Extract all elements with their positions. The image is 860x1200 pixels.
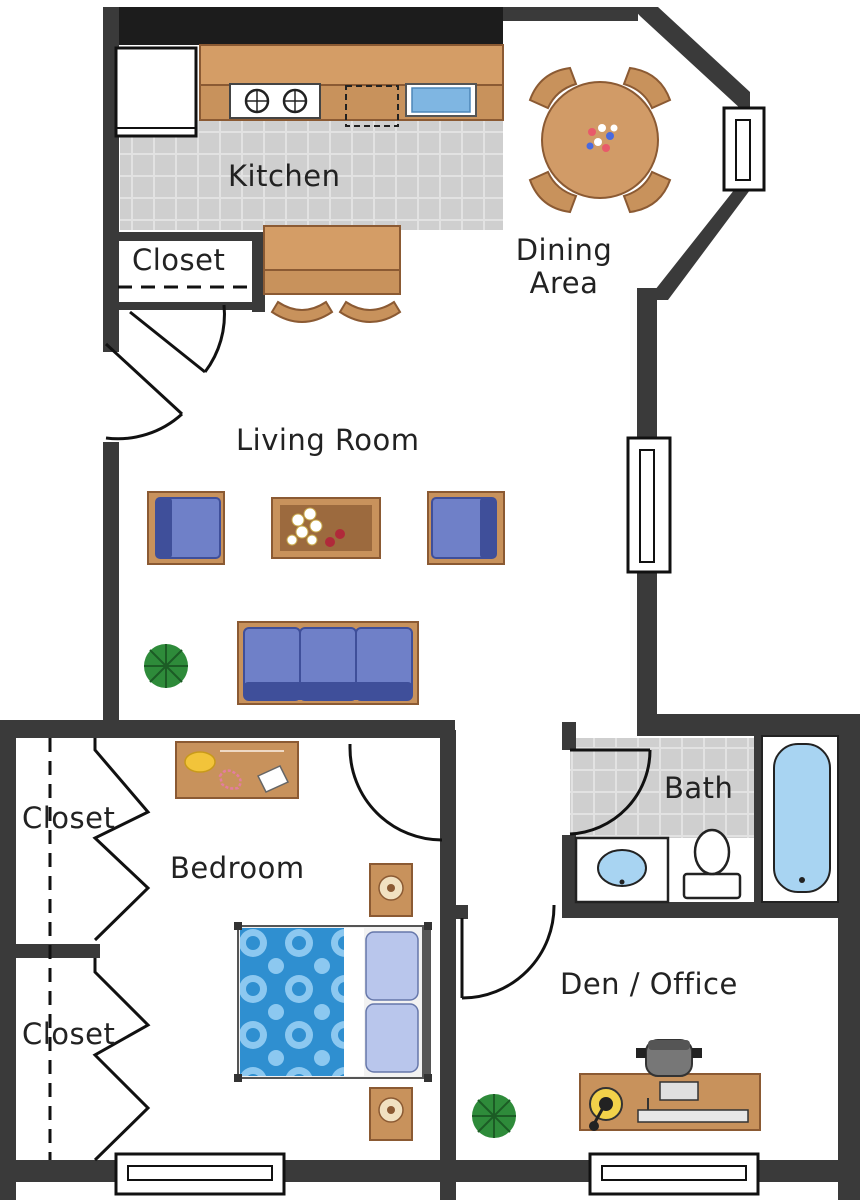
dining-label-line1: Dining [515, 233, 613, 267]
bar-stool [270, 300, 402, 323]
living-room-label: Living Room [236, 423, 420, 457]
bathtub [761, 735, 839, 903]
bath-label: Bath [664, 771, 734, 805]
den-office-label: Den / Office [560, 967, 738, 1001]
bedroom-closet-upper-label: Closet [22, 801, 116, 835]
toilet [682, 828, 742, 900]
dining-label-line2: Area [529, 266, 599, 301]
armchair-right [427, 491, 505, 565]
den-door [460, 904, 556, 1000]
kitchen-floor [120, 120, 503, 230]
armchair-left [147, 491, 225, 565]
bifold-door-lower [92, 958, 151, 1162]
kitchen-label: Kitchen [228, 159, 341, 193]
flower-centerpiece [586, 124, 618, 152]
bedroom-label: Bedroom [170, 851, 305, 885]
kitchen-sink [405, 83, 477, 117]
bath-door [569, 748, 652, 836]
stove [229, 83, 321, 119]
dining-area-label: Dining Area [508, 233, 620, 301]
plant-living [144, 644, 188, 688]
bifold-door-upper [92, 738, 151, 942]
bathroom-vanity [574, 836, 670, 904]
nightstand-lower [369, 1087, 413, 1141]
dining-table [528, 66, 672, 214]
entry-door [104, 342, 184, 441]
coffee-table [271, 497, 381, 559]
office-chair [636, 1039, 702, 1077]
kitchen-closet-label: Closet [132, 243, 226, 277]
refrigerator [114, 46, 198, 138]
bedroom-closet-lower-label: Closet [22, 1017, 116, 1051]
dishwasher [345, 85, 399, 127]
window-bedroom [114, 1152, 286, 1196]
kitchen-closet-door [129, 304, 226, 374]
bedroom-door [348, 744, 443, 842]
window-dining [722, 106, 766, 192]
desk [579, 1073, 761, 1131]
kitchen-island [263, 225, 401, 295]
sofa [237, 621, 419, 705]
bed [234, 922, 432, 1082]
window-den [588, 1152, 760, 1196]
dresser [175, 741, 299, 799]
nightstand-upper [369, 863, 413, 917]
window-living [626, 436, 672, 574]
plant-den [472, 1094, 516, 1138]
bath-floor [570, 738, 755, 838]
